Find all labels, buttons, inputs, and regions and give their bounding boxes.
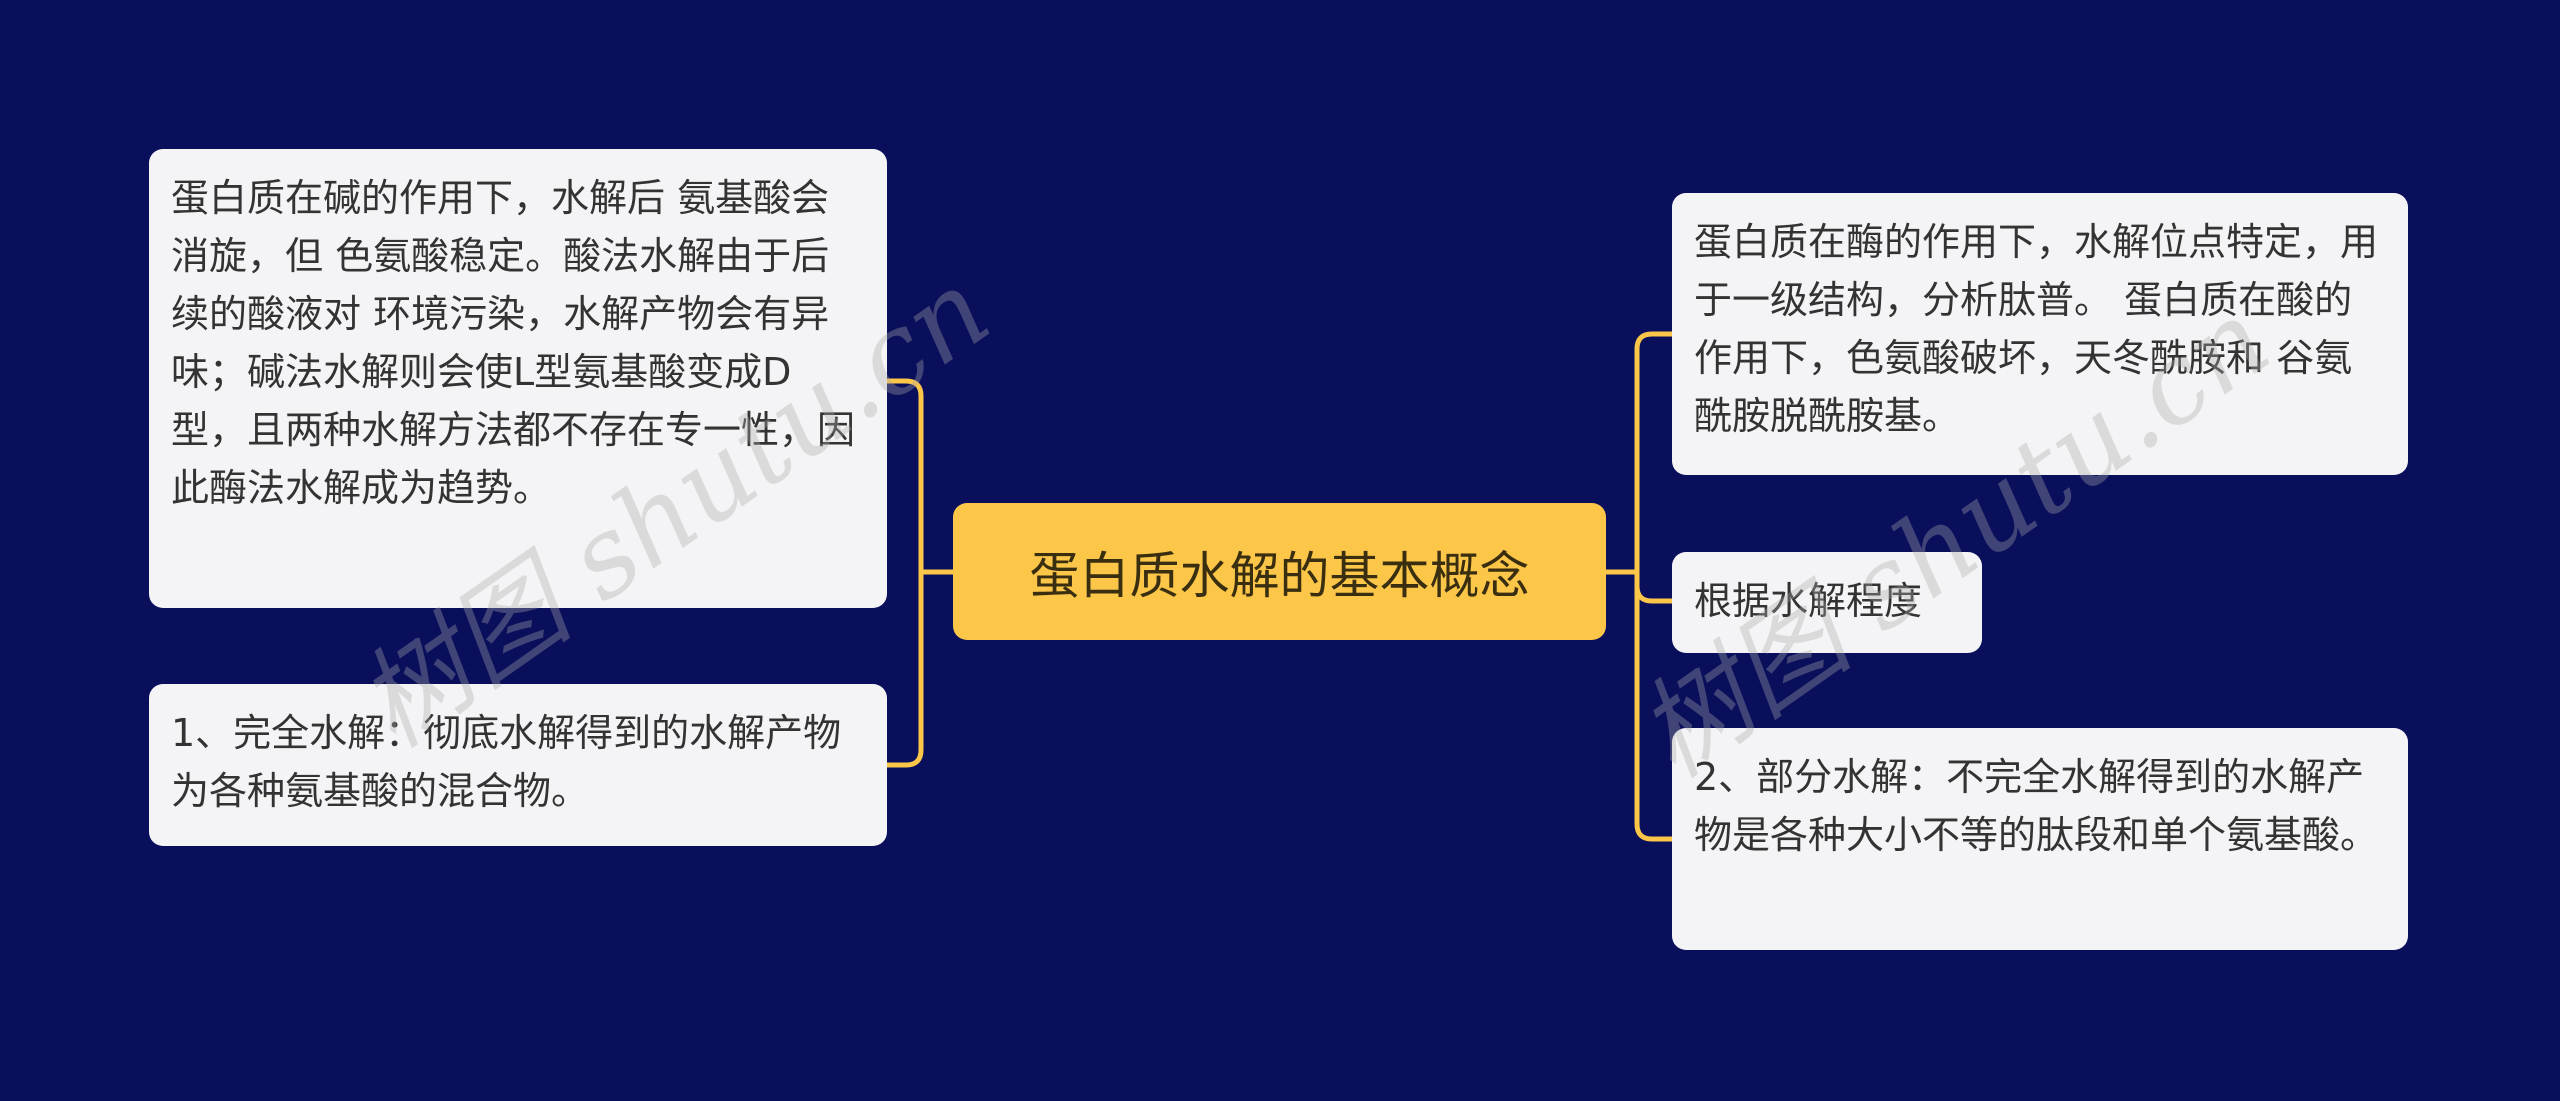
left-node-alkaline-hydrolysis[interactable]: 蛋白质在碱的作用下，水解后 氨基酸会消旋，但 色氨酸稳定。酸法水解由于后续的酸液…	[149, 149, 887, 608]
root-node[interactable]: 蛋白质水解的基本概念	[953, 503, 1606, 640]
root-title: 蛋白质水解的基本概念	[1029, 546, 1530, 605]
right-connector-top	[1634, 331, 1672, 572]
right-node-enzyme-acid-hydrolysis[interactable]: 蛋白质在酶的作用下，水解位点特定，用于一级结构，分析肽普。 蛋白质在酸的作用下，…	[1672, 193, 2408, 475]
left-connector-bottom	[887, 572, 924, 768]
left-connector-top	[887, 378, 924, 572]
node-text: 蛋白质在碱的作用下，水解后 氨基酸会消旋，但 色氨酸稳定。酸法水解由于后续的酸液…	[171, 176, 856, 510]
right-node-partial-hydrolysis[interactable]: 2、部分水解：不完全水解得到的水解产物是各种大小不等的肽段和单个氨基酸。	[1672, 728, 2408, 950]
node-text: 2、部分水解：不完全水解得到的水解产物是各种大小不等的肽段和单个氨基酸。	[1694, 755, 2379, 857]
node-text: 1、完全水解：彻底水解得到的水解产物为各种氨基酸的混合物。	[171, 711, 842, 813]
node-text: 蛋白质在酶的作用下，水解位点特定，用于一级结构，分析肽普。 蛋白质在酸的作用下，…	[1694, 220, 2379, 438]
left-node-complete-hydrolysis[interactable]: 1、完全水解：彻底水解得到的水解产物为各种氨基酸的混合物。	[149, 684, 887, 846]
right-connector-bottom	[1634, 572, 1672, 842]
right-node-by-degree[interactable]: 根据水解程度	[1672, 552, 1982, 653]
node-text: 根据水解程度	[1694, 579, 1923, 623]
right-connector-middle	[1634, 572, 1672, 604]
